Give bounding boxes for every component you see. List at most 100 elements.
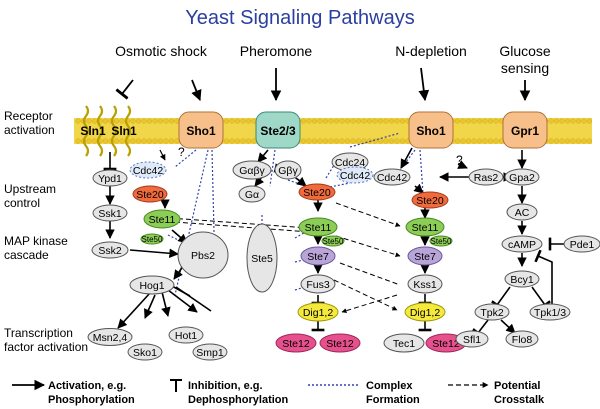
node-sfl1: Sfl1 [455, 330, 489, 348]
node-label-sfl1: Sfl1 [463, 334, 481, 346]
sln-to-cdc42-question [159, 149, 166, 161]
node-ste11-n: Ste11 [405, 217, 445, 237]
node-label-ste7-ph: Ste7 [307, 251, 329, 263]
legend-activation-line2: Phosphorylation [48, 394, 135, 406]
node-ste11-osm: Ste11 [143, 209, 181, 229]
node-cdc24: Cdc24 [331, 152, 369, 172]
node-label-cdc24: Cdc24 [335, 157, 366, 169]
legend-crosstalk-line1: Potential [494, 380, 540, 392]
sho1-osmotic-receptor: Sho1 [178, 111, 224, 149]
node-label-ras2: Ras2 [474, 172, 499, 184]
node-label-dig12-n: Dig1,2 [410, 307, 441, 319]
node-tpk2: Tpk2 [474, 303, 510, 321]
node-fus3: Fus3 [300, 274, 336, 294]
svg-text:Sho1: Sho1 [186, 124, 216, 138]
node-label-ste50-osm: Ste50 [142, 235, 163, 244]
node-label-ste12a: Ste12 [282, 338, 310, 350]
signal-glucose-line1: Glucose [499, 43, 551, 59]
ndepletion-to-sho1 [418, 67, 430, 102]
node-smp1: Smp1 [192, 343, 228, 361]
node-label-ste11-n: Ste11 [412, 222, 439, 234]
node-label-ste50-n: Ste50 [431, 237, 452, 246]
node-cdc42-n: Cdc42 [373, 168, 411, 186]
sln1-label-a: Sln1 [80, 124, 106, 138]
node-label-ste12-n: Ste12 [432, 338, 460, 350]
node-label-tpk13: Tpk1/3 [534, 307, 566, 319]
node-label-gpa2: Gpa2 [509, 172, 535, 184]
sho1-ndepletion-receptor: Sho1 [408, 111, 454, 149]
svg-text:Sho1: Sho1 [416, 124, 446, 138]
node-label-ste20-n: Ste20 [416, 195, 444, 207]
label-control: control [4, 196, 40, 210]
signal-glucose-line2: sensing [501, 60, 549, 76]
node-kss1: Kss1 [407, 274, 443, 294]
node-cdc42-osm: Cdc42 [129, 161, 167, 179]
label-receptor: Receptor [4, 109, 53, 123]
node-ste7-n: Ste7 [407, 246, 443, 266]
legend-inhibition-line2: Dephosphorylation [188, 394, 289, 406]
osmotic-to-sho1 [191, 79, 202, 102]
node-camp: cAMP [501, 235, 543, 253]
node-label-pbs2: Pbs2 [191, 250, 215, 262]
node-dig12-n: Dig1,2 [404, 302, 446, 322]
node-label-ssk1: Ssk1 [98, 208, 122, 220]
node-ras2: Ras2 [468, 168, 504, 186]
legend-crosstalk-line2: Crosstalk [494, 394, 545, 406]
node-label-gabg: Gαβγ [239, 165, 265, 177]
label-upstream: Upstream [4, 182, 56, 196]
osmotic-inhibit-sln1 [115, 79, 134, 100]
node-label-ste11-osm: Ste11 [149, 214, 176, 226]
node-label-cdc42-n: Cdc42 [377, 172, 408, 184]
node-ste12b: Ste12 [319, 333, 361, 353]
node-gbg: Gβγ [274, 160, 302, 180]
node-ssk1: Ssk1 [92, 204, 128, 222]
node-gabg: Gαβγ [232, 160, 272, 180]
node-label-ac: AC [515, 207, 530, 219]
node-ste7-ph: Ste7 [300, 246, 336, 266]
node-label-ste12b: Ste12 [326, 338, 354, 350]
ndepletion-edges [400, 147, 472, 332]
node-label-gbg: Gβγ [278, 165, 298, 177]
node-label-ste20-osm: Ste20 [136, 189, 164, 201]
node-label-ste5: Ste5 [251, 253, 273, 265]
node-label-dig12-ph: Dig1,2 [303, 307, 334, 319]
node-label-ste11-ph: Ste11 [305, 222, 332, 234]
question-mark-ndepletion: ? [456, 153, 463, 167]
sln1-receptor: Sln1 Sln1 [80, 105, 137, 157]
node-bcy1: Bcy1 [504, 270, 540, 288]
node-dig12-ph: Dig1,2 [297, 302, 339, 322]
node-label-hot1: Hot1 [175, 330, 197, 342]
node-gpa2: Gpa2 [504, 168, 540, 186]
node-sko1: Sko1 [127, 343, 163, 361]
node-cdc42-ph: Cdc42 [336, 166, 374, 184]
legend-complex-line1: Complex [366, 380, 413, 392]
node-ste50-ph: Ste50 [321, 235, 345, 247]
node-label-kss1: Kss1 [413, 279, 437, 291]
node-pbs2: Pbs2 [177, 231, 229, 279]
gpr1-receptor: Gpr1 [502, 111, 548, 149]
svg-text:Gpr1: Gpr1 [511, 124, 539, 138]
signal-osmotic-shock: Osmotic shock [115, 43, 208, 59]
node-label-hog1: Hog1 [139, 280, 164, 292]
ste23-receptor: Ste2/3 [255, 111, 301, 149]
signal-n-depletion: N-depletion [395, 43, 467, 59]
node-label-fus3: Fus3 [306, 279, 330, 291]
node-label-ypd1: Ypd1 [98, 173, 122, 185]
question-mark-osmotic: ? [178, 145, 185, 159]
node-ste20-ph: Ste20 [298, 183, 336, 201]
label-cascade: cascade [4, 248, 49, 262]
legend-activation-line1: Activation, e.g. [48, 380, 126, 392]
legend: Activation, e.g. Phosphorylation Inhibit… [12, 379, 545, 406]
signal-pheromone: Pheromone [240, 43, 313, 59]
node-label-bcy1: Bcy1 [510, 274, 534, 286]
legend-complex-line2: Formation [366, 394, 420, 406]
node-label-pde1: Pde1 [570, 239, 595, 251]
label-factor-activation: factor activation [4, 340, 88, 354]
node-msn24: Msn2,4 [87, 328, 133, 346]
node-ste20-n: Ste20 [411, 191, 449, 209]
node-ssk2: Ssk2 [91, 241, 129, 259]
node-ac: AC [506, 203, 538, 221]
legend-inhibition-line1: Inhibition, e.g. [188, 380, 263, 392]
node-label-msn24: Msn2,4 [93, 332, 128, 344]
